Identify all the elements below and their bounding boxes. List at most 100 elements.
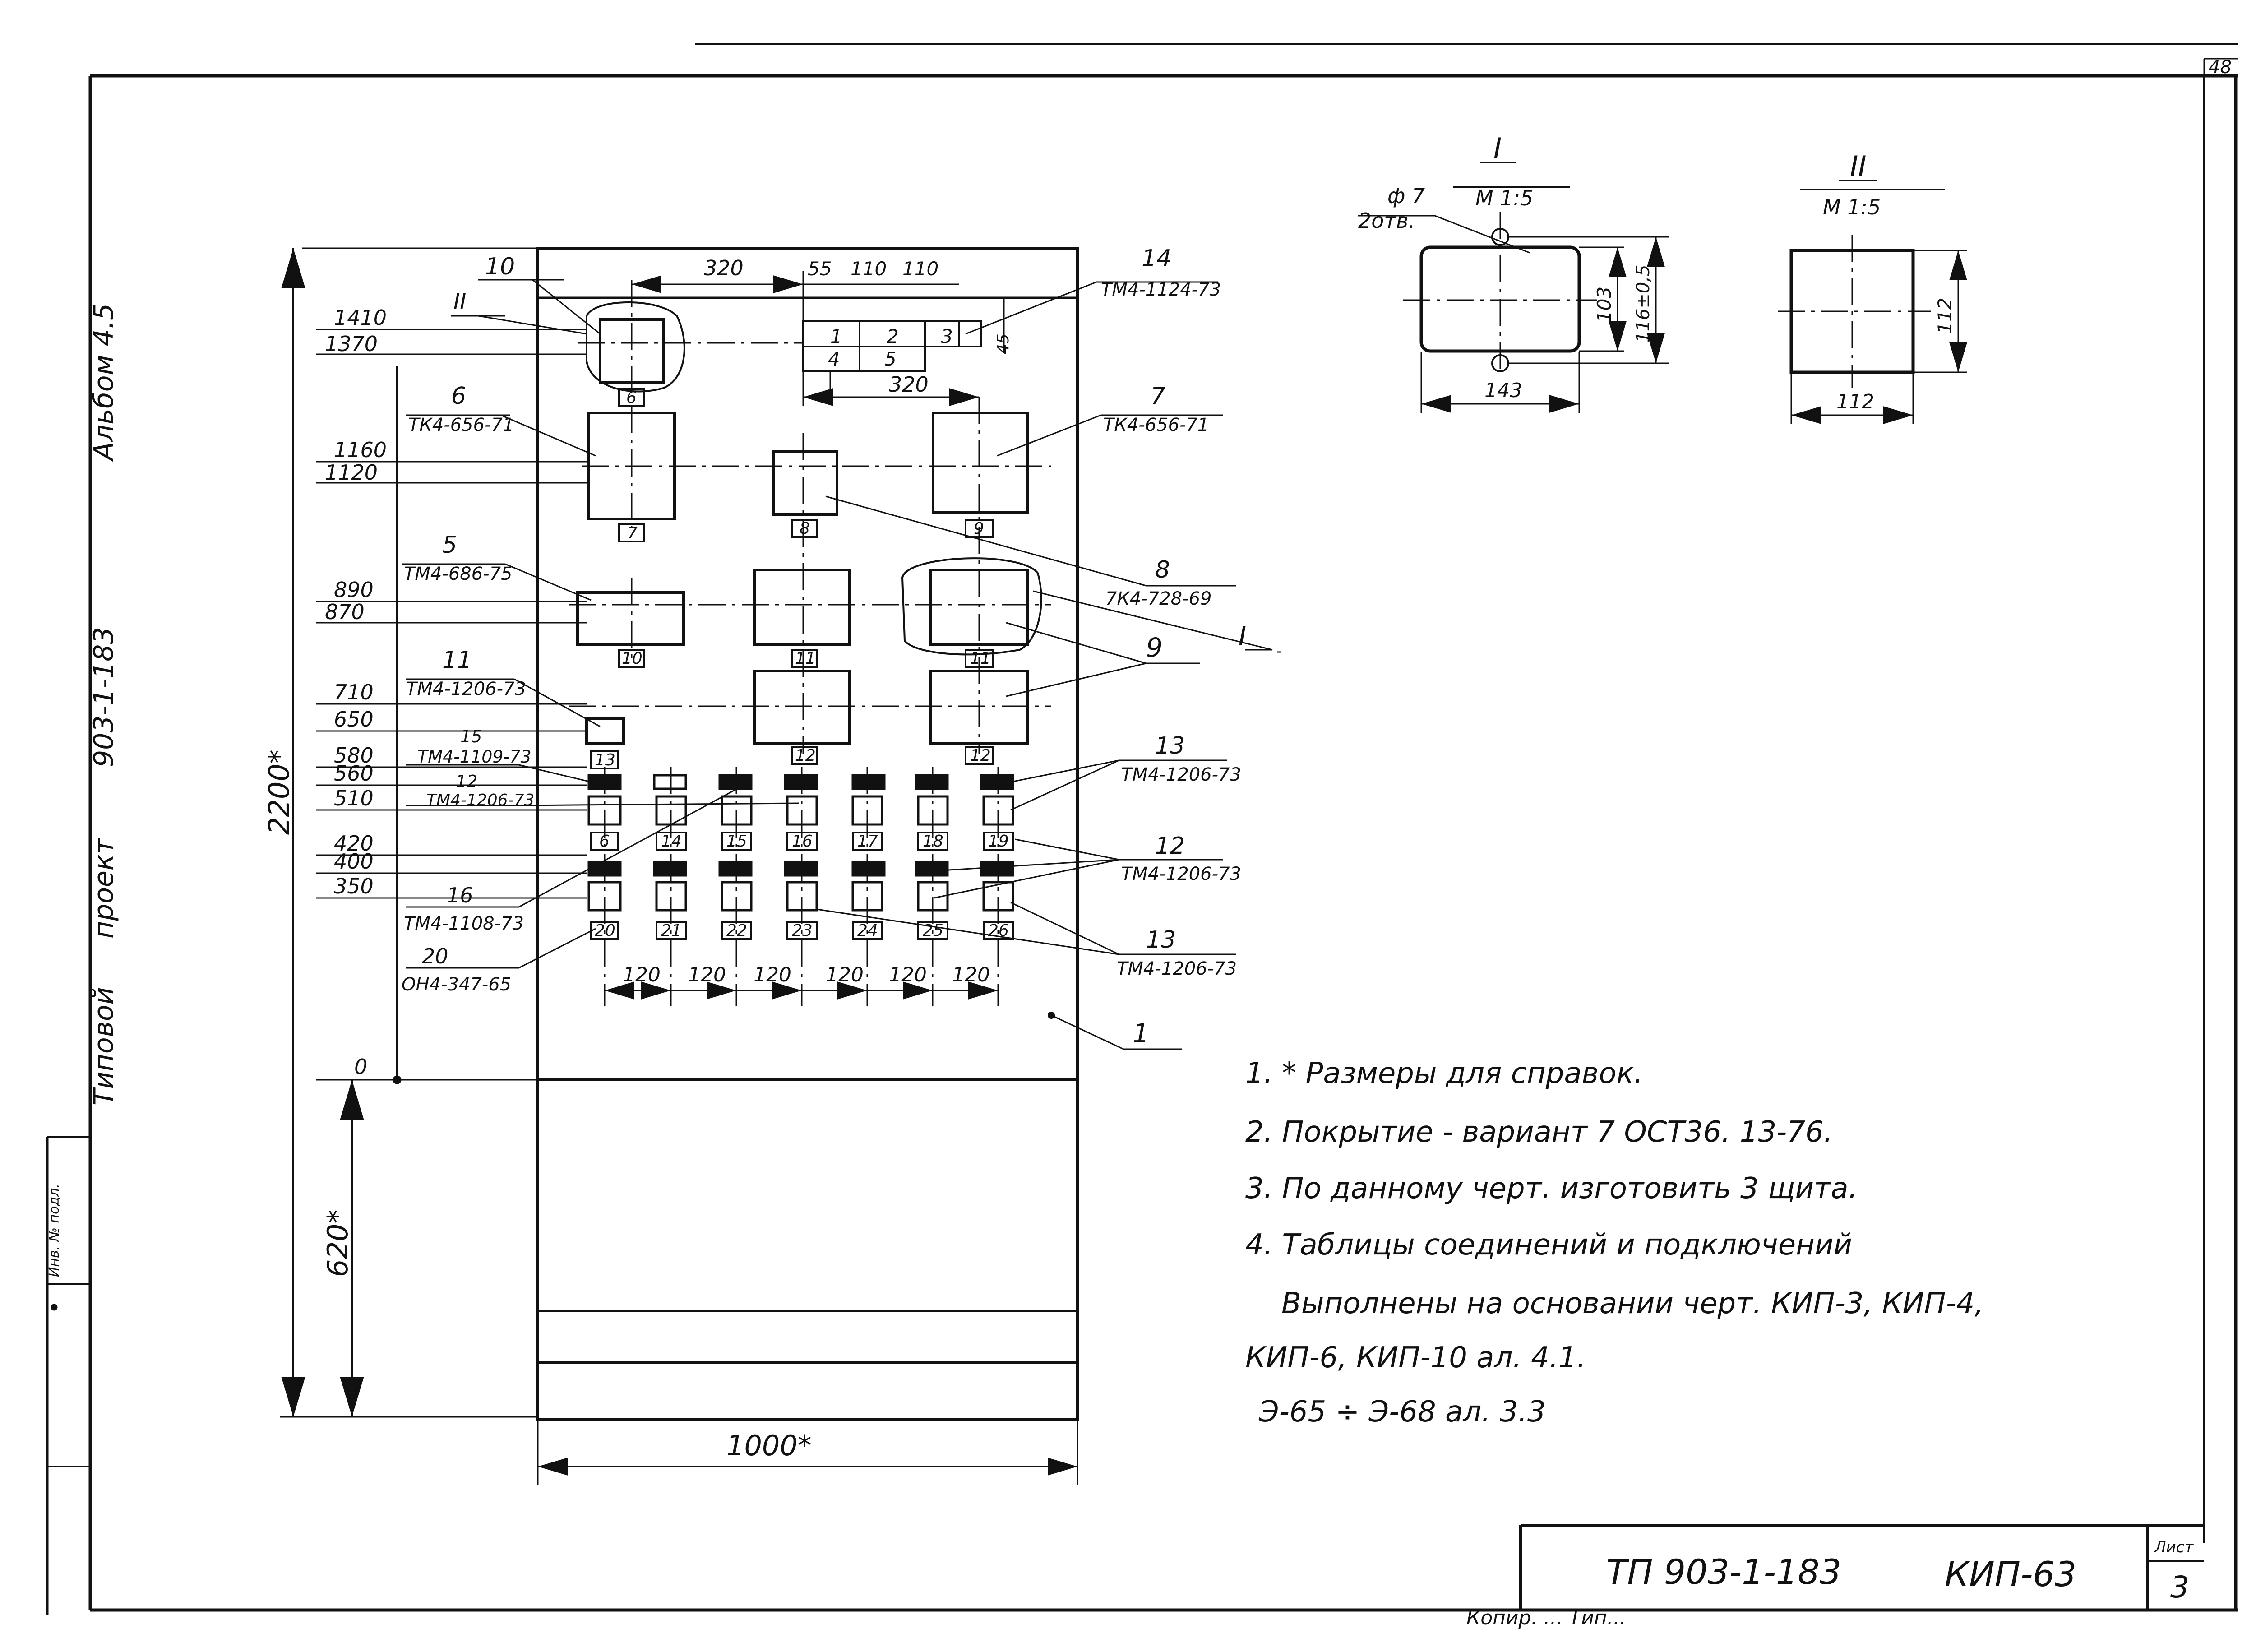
instrument-11-small [585, 717, 625, 745]
callout-labels: 10 II 14 ТМ4-1124-73 6 ТК4-656-71 7 ТК4-… [402, 245, 1246, 1049]
dim-top-320: 320 [704, 256, 744, 280]
side-title-album: Альбом 4.5 [88, 303, 120, 462]
top-dimensions [632, 271, 1005, 406]
elev-1160: 1160 [334, 438, 387, 462]
view-II-width: 112 [1836, 390, 1874, 413]
elev-1370: 1370 [325, 332, 378, 356]
title-list-number: 3 [2170, 1570, 2189, 1605]
callout-15-num: 15 [460, 727, 482, 746]
dim-bottom-5: 120 [889, 963, 927, 986]
elev-870: 870 [325, 600, 365, 624]
callout-16-num: 16 [447, 883, 473, 907]
title-sheet-code: КИП-63 [1945, 1554, 2076, 1594]
view-I-hole: ф 7 [1387, 184, 1425, 208]
dim-bottom-2: 120 [688, 963, 726, 986]
strip-digit-2: 2 [887, 325, 899, 347]
dim-bottom-3: 120 [754, 963, 791, 986]
dim-top-55: 55 [808, 258, 832, 280]
note-4-line4: Э-65 ÷ Э-68 ал. 3.3 [1258, 1395, 1546, 1429]
callout-20-num: 20 [422, 944, 448, 968]
side-title-type-word: Типовой [88, 987, 120, 1106]
top-strip-digits: 1 2 3 4 5 [828, 325, 953, 370]
notes: 1. * Размеры для справок. 2. Покрытие - … [1245, 1057, 1984, 1429]
callout-8-num: 8 [1155, 556, 1170, 583]
note-3: 3. По данному черт. изготовить 3 щита. [1245, 1172, 1858, 1205]
elev-510: 510 [334, 786, 374, 810]
callout-15-code: ТМ4-1109-73 [417, 747, 532, 767]
elev-0: 0 [354, 1055, 367, 1079]
dim-45: 45 [994, 333, 1012, 354]
instrument-11-mid [753, 569, 851, 646]
callout-13a-code: ТМ4-1206-73 [1121, 764, 1241, 785]
callout-7-num: 7 [1151, 383, 1165, 410]
top-strip [802, 320, 982, 372]
tag-8: 8 [800, 519, 810, 538]
elevation-dimensions [280, 247, 538, 1418]
instrument-9-top [929, 569, 1029, 646]
callout-11-num: 11 [442, 647, 472, 674]
strip-digit-1: 1 [830, 325, 842, 347]
view-I-width: 143 [1484, 379, 1522, 402]
side-stamp-text: Инв. № подл. [46, 1184, 62, 1277]
tag-11a: 11 [795, 649, 816, 668]
instrument-5 [576, 591, 685, 646]
side-title-project-number: 903-1-183 [88, 627, 120, 767]
side-title: Альбом 4.5 903-1-183 проект Типовой [88, 303, 120, 1106]
callout-7-code: ТК4-656-71 [1103, 415, 1209, 435]
callout-14-num: 14 [1142, 245, 1171, 272]
callout-6-num: 6 [451, 383, 466, 410]
callout-13a-num: 13 [1155, 732, 1185, 759]
title-bottom-cut: Копир. ... Тип... [1466, 1606, 1626, 1629]
dim-top-110b: 110 [902, 258, 938, 280]
callout-8-code: 7К4-728-69 [1105, 588, 1211, 609]
tag-12b: 12 [970, 746, 991, 765]
title-block [1519, 1524, 2204, 1610]
width-dimension [537, 1419, 1078, 1485]
callout-I-num: I [1239, 621, 1246, 652]
elev-1120: 1120 [325, 460, 378, 485]
note-4: 4. Таблицы соединений и подключений [1245, 1228, 1852, 1262]
callout-10-num: 10 [485, 253, 515, 280]
centerlines [569, 280, 1051, 754]
callout-20-code: ОН4-347-65 [402, 974, 511, 995]
view-II-height: 112 [1934, 298, 1956, 334]
callout-5-code: ТМ4-686-75 [404, 564, 513, 584]
tag-10: 10 [622, 649, 643, 668]
view-II-scale: М 1:5 [1823, 195, 1881, 219]
tag-6b: 6 [599, 832, 610, 851]
tag-6a: 6 [626, 389, 637, 407]
dim-height-overall: 2200* [263, 750, 296, 835]
outline-view-II [586, 301, 685, 393]
callout-6-code: ТК4-656-71 [408, 415, 514, 435]
panel-outline [536, 247, 1079, 1421]
dim-bottom-6: 120 [952, 963, 990, 986]
callout-13b-num: 13 [1146, 926, 1176, 953]
callout-16-code: ТМ4-1108-73 [404, 913, 524, 934]
callout-12l-num: 12 [456, 772, 477, 791]
strip-digit-5: 5 [884, 348, 897, 370]
strip-digit-4: 4 [828, 348, 840, 370]
note-4-line3: КИП-6, КИП-10 ал. 4.1. [1245, 1341, 1586, 1374]
note-2: 2. Покрытие - вариант 7 ОСТ36. 13-76. [1245, 1115, 1833, 1149]
callout-11-code: ТМ4-1206-73 [406, 679, 526, 699]
view-I-height: 103 [1593, 287, 1615, 323]
view-I-scale: М 1:5 [1475, 186, 1533, 210]
view-II-title: II [1850, 150, 1867, 183]
tag-13: 13 [595, 751, 615, 769]
dim-width-overall: 1000* [726, 1429, 812, 1462]
strip-digit-3: 3 [941, 325, 953, 347]
dim-bottom-1: 120 [623, 963, 661, 986]
instrument-8 [772, 450, 838, 516]
elev-710: 710 [334, 680, 374, 704]
tag-9: 9 [974, 519, 984, 538]
dim-height-lower: 620* [321, 1210, 354, 1277]
bottom-dimension-labels: 120 120 120 120 120 120 [623, 963, 990, 986]
dim-bottom-4: 120 [826, 963, 864, 986]
elev-890: 890 [334, 578, 374, 602]
leaders [402, 279, 1281, 1050]
tag-texts: 6 7 8 9 10 11 11 12 12 13 6 14 15 16 17 … [595, 389, 1009, 940]
view-I-title: I [1493, 132, 1502, 165]
elev-1410: 1410 [334, 305, 387, 330]
elev-650: 650 [334, 707, 374, 731]
